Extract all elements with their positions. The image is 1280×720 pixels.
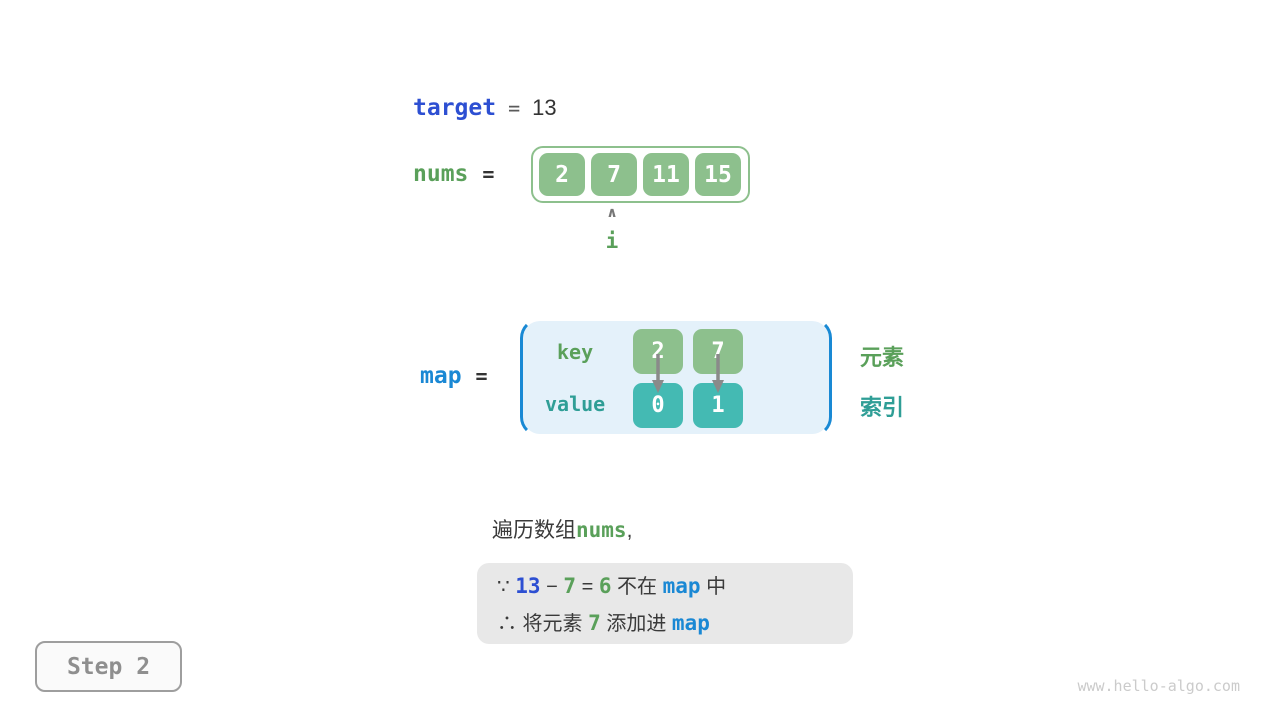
- map-value-row-label: value: [545, 392, 606, 416]
- nums-variable-label: nums: [413, 161, 469, 187]
- note-line-therefore: ∴ 将元素 7 添加进 map: [497, 611, 710, 635]
- map-value-cell-0: 0: [633, 383, 683, 428]
- nums-array: 2 7 11 15: [531, 146, 750, 203]
- target-row: target = 13: [413, 95, 557, 121]
- key-to-value-arrow-icon: [652, 354, 664, 393]
- index-pointer-label: i: [605, 229, 619, 253]
- nums-cell-1: 7: [591, 153, 637, 196]
- target-value: 13: [532, 95, 557, 120]
- nums-equals-sign: =: [482, 162, 495, 186]
- map-key-row-label: key: [557, 340, 594, 364]
- step-badge: Step 2: [35, 641, 182, 692]
- index-side-label: 索引: [860, 395, 905, 420]
- target-equals-sign: =: [508, 96, 521, 120]
- nums-cell-3: 15: [695, 153, 741, 196]
- nums-label-row: nums =: [413, 161, 494, 187]
- map-value-cell-1: 1: [693, 383, 743, 428]
- map-label-row: map =: [420, 363, 488, 389]
- reasoning-note-box: ∵ 13 − 7 = 6 不在 map 中 ∴ 将元素 7 添加进 map: [477, 563, 853, 644]
- note-line-because: ∵ 13 − 7 = 6 不在 map 中: [497, 574, 727, 598]
- key-to-value-arrow-icon: [712, 354, 724, 393]
- index-pointer-arrow-icon: ∧: [606, 205, 618, 221]
- site-watermark: www.hello-algo.com: [1077, 677, 1240, 695]
- map-container: key value 2 7 0 1: [520, 318, 832, 437]
- traverse-caption: 遍历数组 nums ,: [492, 518, 633, 542]
- map-variable-label: map: [420, 363, 462, 389]
- nums-cell-2: 11: [643, 153, 689, 196]
- element-side-label: 元素: [860, 345, 905, 370]
- map-equals-sign: =: [475, 364, 488, 388]
- target-variable-label: target: [413, 95, 497, 121]
- nums-cell-0: 2: [539, 153, 585, 196]
